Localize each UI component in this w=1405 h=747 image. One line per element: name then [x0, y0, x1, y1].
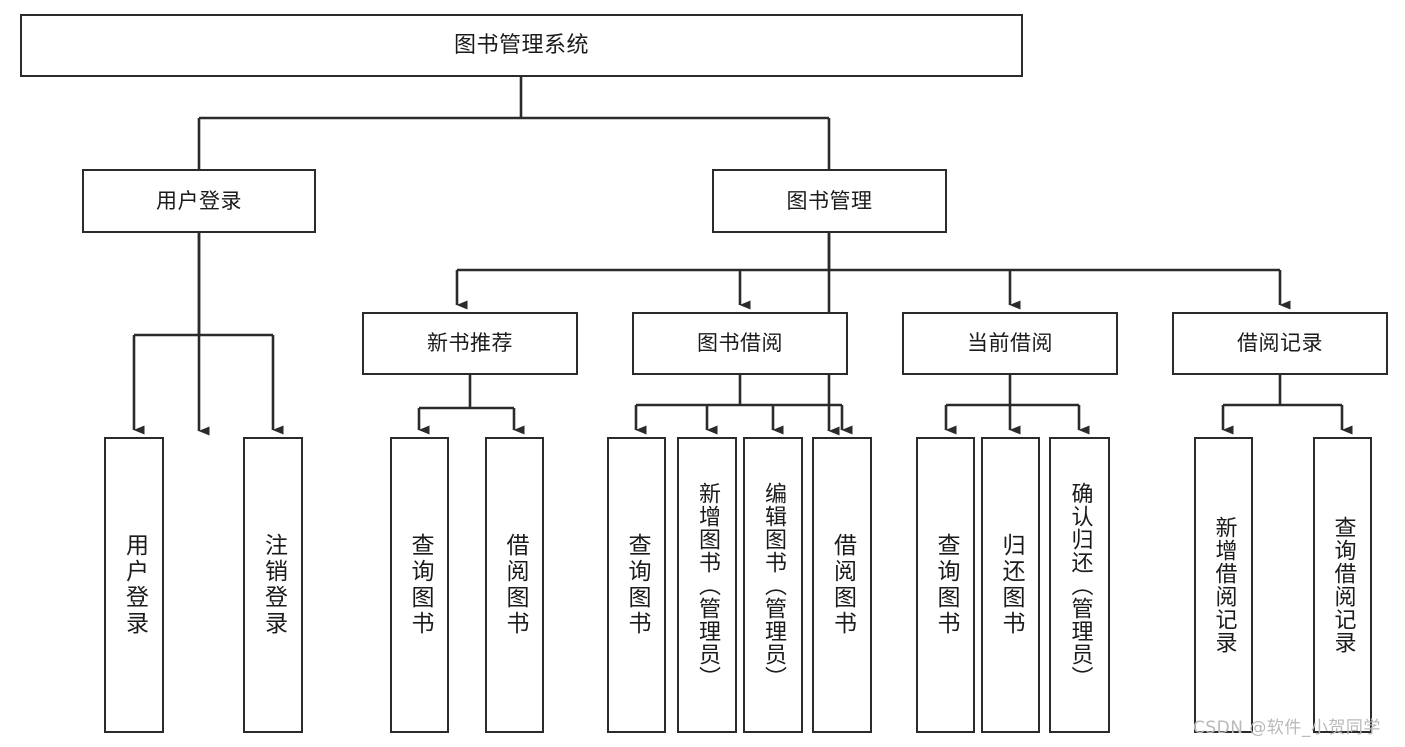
leaf-borrow-record-add[interactable]: 新增借阅记录 [1194, 437, 1253, 733]
leaf-book-borrow-edit-admin[interactable]: 编辑图书（管理员） [743, 437, 803, 733]
node-label: 图书管理系统 [453, 32, 589, 58]
node-current-borrow[interactable]: 当前借阅 [902, 312, 1118, 375]
node-borrow-record[interactable]: 借阅记录 [1172, 312, 1388, 375]
node-user-login[interactable]: 用户登录 [82, 169, 316, 233]
node-label: 新增图书（管理员） [695, 481, 720, 689]
node-label: 查询图书 [624, 533, 650, 637]
node-label: 借阅记录 [1237, 331, 1323, 356]
node-label: 图书管理 [786, 188, 873, 213]
leaf-book-borrow-add-admin[interactable]: 新增图书（管理员） [677, 437, 737, 733]
node-new-book-recommend[interactable]: 新书推荐 [362, 312, 578, 375]
node-label: 当前借阅 [967, 331, 1053, 356]
node-label: 新书推荐 [427, 331, 513, 356]
leaf-current-borrow-return[interactable]: 归还图书 [981, 437, 1040, 733]
leaf-new-book-borrow[interactable]: 借阅图书 [485, 437, 544, 733]
leaf-user-login-login[interactable]: 用户登录 [104, 437, 164, 733]
node-label: 新增借阅记录 [1211, 516, 1237, 654]
node-label: 查询图书 [407, 533, 433, 637]
leaf-book-borrow-borrow[interactable]: 借阅图书 [812, 437, 872, 733]
node-book-management[interactable]: 图书管理 [712, 169, 947, 233]
leaf-user-login-logout[interactable]: 注销登录 [243, 437, 303, 733]
node-label: 查询借阅记录 [1330, 516, 1356, 654]
node-label: 确认归还（管理员） [1067, 481, 1093, 689]
leaf-borrow-record-query[interactable]: 查询借阅记录 [1313, 437, 1372, 733]
leaf-current-borrow-confirm-return-admin[interactable]: 确认归还（管理员） [1049, 437, 1110, 733]
leaf-current-borrow-query[interactable]: 查询图书 [916, 437, 975, 733]
node-label: 借阅图书 [502, 533, 528, 637]
leaf-new-book-query[interactable]: 查询图书 [390, 437, 449, 733]
leaf-book-borrow-query[interactable]: 查询图书 [607, 437, 666, 733]
node-root-book-management-system[interactable]: 图书管理系统 [20, 14, 1023, 77]
node-book-borrow[interactable]: 图书借阅 [632, 312, 848, 375]
node-label: 用户登录 [156, 188, 242, 213]
node-label: 用户登录 [121, 533, 148, 637]
node-label: 注销登录 [260, 533, 287, 637]
node-label: 编辑图书（管理员） [761, 481, 786, 689]
node-label: 图书借阅 [697, 331, 783, 356]
csdn-watermark: CSDN @软件_小贺同学 [1193, 718, 1381, 738]
node-label: 查询图书 [933, 533, 959, 637]
node-label: 归还图书 [998, 533, 1024, 637]
node-label: 借阅图书 [829, 533, 856, 637]
